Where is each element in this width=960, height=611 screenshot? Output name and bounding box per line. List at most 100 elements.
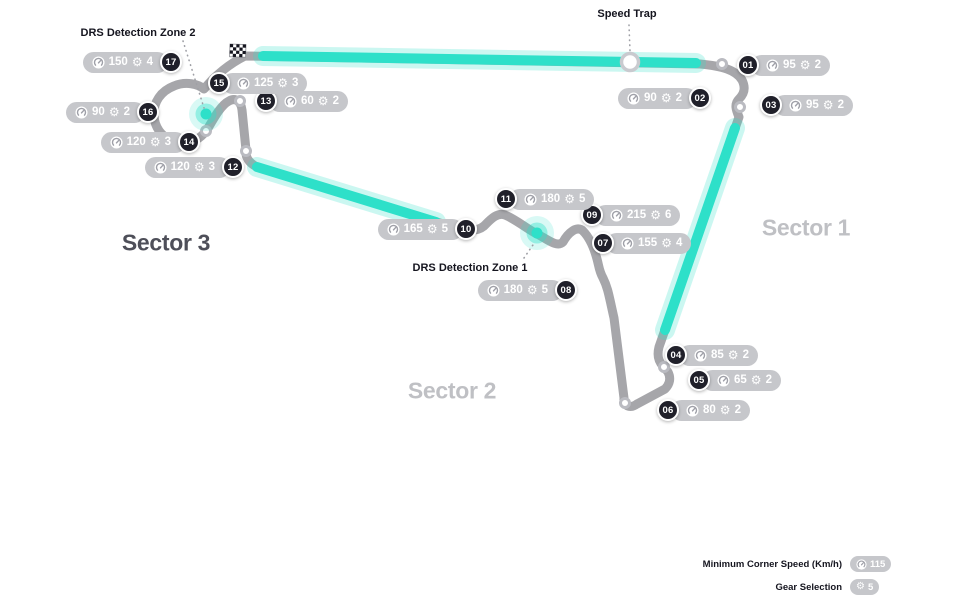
- gear-icon: ⚙: [719, 403, 731, 417]
- drs-zone-back-straight: [660, 123, 740, 335]
- corner-speed-value: 120: [126, 136, 146, 148]
- speed-gauge-icon: [694, 348, 707, 362]
- corner-speed-pill: 60 ⚙ 2: [269, 90, 348, 112]
- corner-marker: 90 ⚙ 2 16: [66, 101, 159, 123]
- corner-number-badge: 07: [592, 232, 614, 254]
- corner-speed-pill: 155 ⚙ 4: [606, 232, 692, 254]
- speed-gauge-icon: [387, 222, 400, 236]
- corner-speed-pill: 180 ⚙ 5: [477, 279, 563, 301]
- corner-gear-value: 3: [291, 77, 299, 89]
- corner-speed-pill: 125 ⚙ 3: [222, 72, 308, 94]
- gear-icon: ⚙: [149, 135, 161, 149]
- legend-min-speed-value: 115: [870, 558, 886, 570]
- legend-gear-label: Gear Selection: [775, 581, 842, 593]
- gear-icon: ⚙: [426, 222, 438, 236]
- corner-marker: 215 ⚙ 6 09: [581, 204, 681, 226]
- corner-gear-value: 6: [664, 209, 672, 221]
- corner-speed-value: 180: [541, 193, 561, 205]
- gear-icon: ⚙: [131, 55, 143, 69]
- speed-gauge-icon: [524, 192, 537, 206]
- corner-number-badge: 14: [178, 131, 200, 153]
- drs-zone-middle-straight: [252, 162, 441, 227]
- corner-gear-value: 3: [208, 161, 215, 173]
- legend: Minimum Corner Speed (Km/h) 115 Gear Sel…: [703, 556, 896, 595]
- corner-speed-value: 155: [638, 237, 658, 249]
- corner-marker: 65 ⚙ 2 05: [688, 369, 781, 391]
- corner-marker: 150 ⚙ 4 17: [82, 51, 182, 73]
- corner-number-badge: 02: [689, 87, 711, 109]
- track-nodes: [200, 58, 746, 409]
- corner-gear-value: 5: [441, 223, 448, 235]
- start-finish-flag-icon: [229, 43, 247, 58]
- gear-icon: ⚙: [564, 192, 575, 206]
- corner-marker: 120 ⚙ 3 12: [144, 156, 244, 178]
- speed-trap-marker: [619, 51, 641, 73]
- legend-gear-pill: ⚙ 5: [850, 579, 880, 595]
- corner-speed-pill: 90 ⚙ 2: [618, 87, 697, 109]
- corner-speed-value: 125: [254, 77, 274, 89]
- sector-label: Sector 3: [121, 229, 211, 256]
- corner-number-badge: 13: [255, 90, 277, 112]
- corner-speed-value: 90: [644, 92, 657, 104]
- corner-number-badge: 16: [137, 101, 159, 123]
- gear-icon: ⚙: [108, 105, 120, 119]
- corner-speed-pill: 150 ⚙ 4: [82, 51, 168, 73]
- corner-gear-value: 3: [164, 136, 171, 148]
- corner-number-badge: 15: [208, 72, 230, 94]
- corner-gear-value: 2: [837, 99, 844, 111]
- corner-number-badge: 17: [160, 51, 182, 73]
- corner-speed-value: 150: [108, 56, 128, 68]
- speed-gauge-icon: [789, 98, 802, 112]
- speed-gauge-icon: [856, 558, 867, 570]
- corner-speed-value: 80: [703, 404, 716, 416]
- corner-speed-value: 85: [711, 349, 724, 361]
- speed-gauge-icon: [621, 236, 634, 250]
- corner-marker: 165 ⚙ 5 10: [377, 218, 477, 240]
- speed-gauge-icon: [92, 55, 105, 69]
- corner-number-badge: 10: [455, 218, 477, 240]
- corner-marker: 155 ⚙ 4 07: [592, 232, 692, 254]
- speed-gauge-icon: [487, 283, 500, 297]
- corner-speed-value: 180: [503, 284, 523, 296]
- corner-speed-pill: 180 ⚙ 5: [509, 188, 595, 210]
- sector-label: Sector 2: [407, 377, 497, 404]
- gear-icon: ⚙: [193, 160, 205, 174]
- gear-icon: ⚙: [317, 94, 329, 108]
- corner-speed-pill: 95 ⚙ 2: [751, 54, 830, 76]
- corner-gear-value: 2: [123, 106, 130, 118]
- gear-icon: ⚙: [650, 208, 661, 222]
- corner-marker: 120 ⚙ 3 14: [100, 131, 200, 153]
- gear-icon: ⚙: [660, 91, 672, 105]
- corner-gear-value: 5: [578, 193, 586, 205]
- corner-number-badge: 06: [657, 399, 679, 421]
- gear-icon: ⚙: [822, 98, 834, 112]
- corner-speed-value: 120: [170, 161, 190, 173]
- gear-icon: ⚙: [750, 373, 762, 387]
- corner-marker: 125 ⚙ 3 15: [208, 72, 308, 94]
- gear-icon: ⚙: [526, 283, 538, 297]
- corner-speed-value: 65: [734, 374, 747, 386]
- corner-gear-value: 2: [742, 349, 749, 361]
- corner-marker: 80 ⚙ 2 06: [657, 399, 750, 421]
- legend-min-speed-pill: 115: [850, 556, 892, 572]
- speed-gauge-icon: [717, 373, 730, 387]
- corner-speed-pill: 90 ⚙ 2: [66, 101, 145, 123]
- corner-marker: 60 ⚙ 2 13: [255, 90, 348, 112]
- gear-icon: ⚙: [799, 58, 811, 72]
- corner-speed-value: 215: [627, 209, 647, 221]
- sector-label: Sector 1: [761, 214, 851, 241]
- corner-speed-pill: 120 ⚙ 3: [144, 156, 230, 178]
- corner-gear-value: 2: [675, 92, 682, 104]
- corner-speed-pill: 80 ⚙ 2: [671, 399, 750, 421]
- drs-detection-marker-2: [189, 97, 223, 131]
- speed-gauge-icon: [627, 91, 640, 105]
- corner-gear-value: 2: [814, 59, 821, 71]
- corner-gear-value: 5: [541, 284, 548, 296]
- corner-marker: 85 ⚙ 2 04: [665, 344, 758, 366]
- corner-gear-value: 4: [146, 56, 153, 68]
- corner-speed-value: 95: [806, 99, 819, 111]
- corner-number-badge: 05: [688, 369, 710, 391]
- speed-gauge-icon: [766, 58, 779, 72]
